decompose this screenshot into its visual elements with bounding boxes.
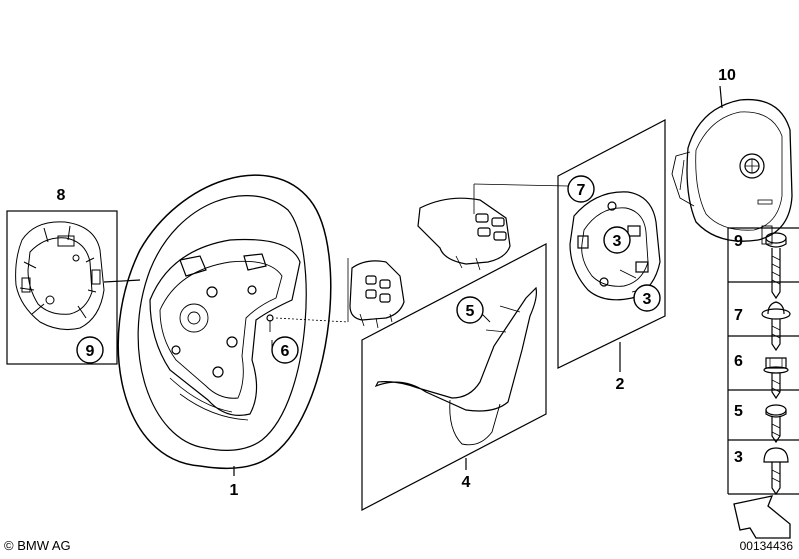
callout-6: 6 (281, 343, 290, 360)
callout-5: 5 (466, 303, 475, 320)
legend-label-9: 9 (734, 233, 743, 250)
fastener-legend (727, 227, 799, 539)
callout-9: 9 (86, 343, 95, 360)
legend-label-6: 6 (734, 353, 743, 370)
copyright-text: © BMW AG (4, 538, 71, 553)
callout-1: 1 (230, 482, 239, 499)
part-8-contact-plate-box (6, 210, 141, 365)
callout-8: 8 (57, 187, 66, 204)
callout-7: 7 (577, 182, 586, 199)
callout-circles (76, 175, 661, 364)
part-10-airbag-module (671, 85, 793, 245)
callout-4: 4 (462, 474, 471, 491)
part-7-mf-switches (275, 183, 569, 329)
image-id-text: 00134436 (739, 539, 793, 553)
callout-3-upper: 3 (613, 233, 622, 250)
legend-label-5: 5 (734, 403, 743, 420)
callout-2: 2 (616, 376, 625, 393)
direction-arrow-icon (733, 495, 791, 539)
part-4-trim-cover-box (361, 243, 547, 511)
screw-6-icon (763, 357, 789, 400)
legend-label-3: 3 (734, 449, 743, 466)
callout-3-lower: 3 (643, 291, 652, 308)
screw-3-icon (763, 447, 789, 496)
screw-9-icon (765, 232, 787, 300)
callout-10: 10 (718, 67, 736, 84)
part-1-steering-wheel (117, 174, 332, 476)
screw-7-icon (761, 301, 791, 352)
screw-5-icon (765, 404, 787, 444)
legend-label-7: 7 (734, 307, 743, 324)
